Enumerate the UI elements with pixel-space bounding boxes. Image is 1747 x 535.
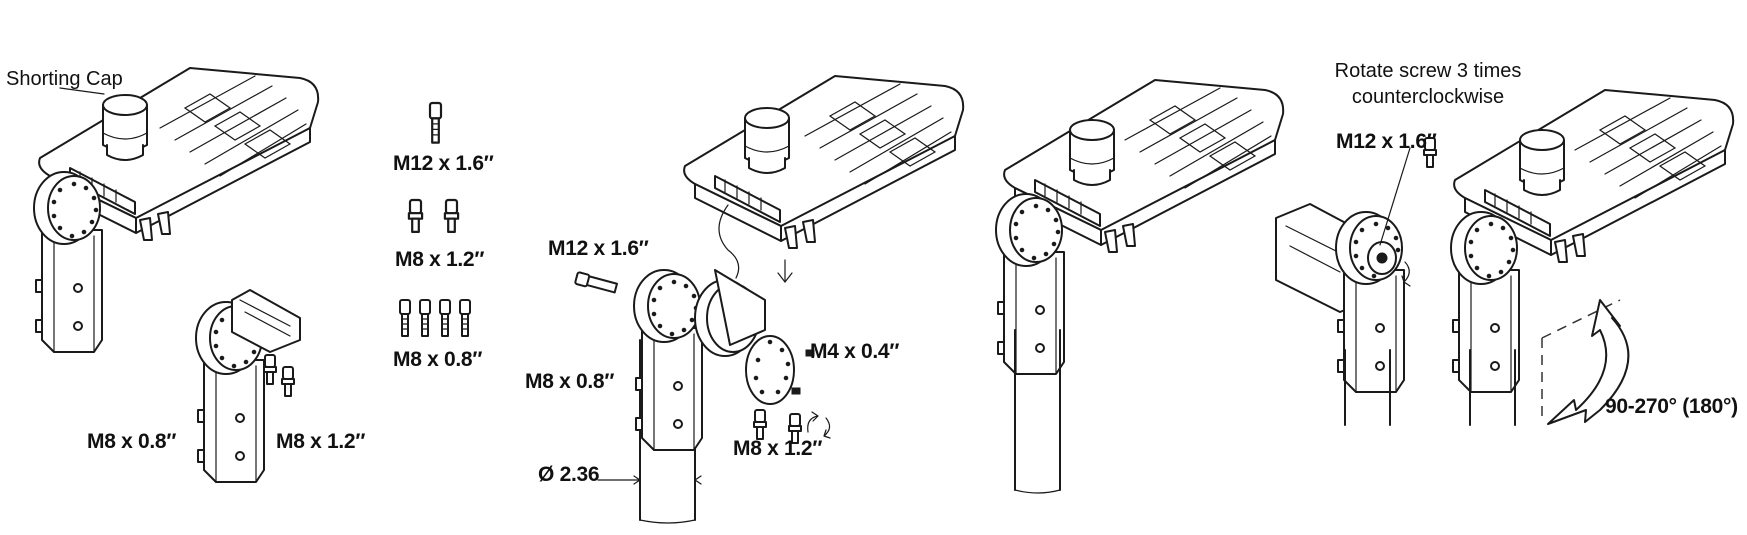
screw-leader — [1379, 147, 1411, 246]
exploded-m12-label: M12 x 1.6″ — [548, 237, 649, 260]
ccw-arrow-icon — [1401, 261, 1411, 287]
exploded-m8-12-label: M8 x 1.2″ — [733, 437, 823, 460]
fixture-with-shorting-cap — [33, 67, 320, 353]
down-arrow-icon — [777, 259, 793, 283]
shorting-cap-leader — [59, 87, 105, 95]
hardware-m12-label: M12 x 1.6″ — [393, 152, 494, 175]
rotate-instruction-line2: counterclockwise — [1351, 86, 1505, 108]
angle-range-label: 90-270° (180°) — [1605, 395, 1738, 418]
adjust-m12-label: M12 x 1.6″ — [1336, 130, 1437, 153]
hardware-kit — [399, 101, 471, 337]
knuckle-m8-08-label: M8 x 0.8″ — [87, 430, 177, 453]
assembled-on-pole — [995, 79, 1285, 494]
exploded-assembly — [574, 75, 965, 524]
knuckle-mount-assembly — [195, 289, 301, 483]
exploded-m8-08-label: M8 x 0.8″ — [525, 370, 615, 393]
hardware-m8-12-label: M8 x 1.2″ — [395, 248, 485, 271]
adjustment-step — [1275, 89, 1735, 426]
rotation-guide — [1541, 299, 1621, 420]
wire — [718, 204, 740, 279]
exploded-m4-label: M4 x 0.4″ — [810, 340, 900, 363]
rotate-instruction-line1: Rotate screw 3 times — [1334, 60, 1522, 82]
knuckle-m8-12-label: M8 x 1.2″ — [276, 430, 366, 453]
hardware-m8-08-label: M8 x 0.8″ — [393, 348, 483, 371]
rotation-arrow-icon — [807, 411, 831, 439]
angle-arrow-icon — [1547, 299, 1630, 425]
pole-diameter-label: Ø 2.36 — [538, 463, 600, 486]
shorting-cap-label: Shorting Cap — [6, 68, 123, 90]
